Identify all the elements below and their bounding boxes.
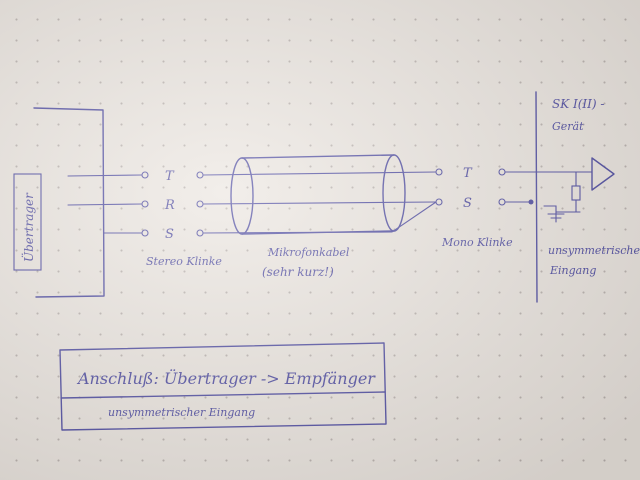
transformer-housing	[33, 107, 105, 298]
input-label-line1: unsymmetrischer	[548, 244, 640, 257]
cable-label-line2: (sehr kurz!)	[262, 265, 334, 279]
cable-wire-t	[202, 171, 437, 176]
mono-contact-t-left	[435, 168, 443, 176]
input-label-line2: Eingang	[549, 264, 596, 277]
device-panel-line	[535, 91, 538, 303]
wire-r-left	[67, 203, 143, 206]
cable-wire-s	[202, 201, 437, 234]
transformer-label: Übertrager	[20, 192, 36, 262]
cable-shield-bottom	[241, 230, 395, 235]
resistor-icon	[571, 185, 581, 201]
cable-shield-left-end	[230, 157, 254, 235]
mono-contact-s-right	[498, 198, 506, 206]
plug-contact-t	[196, 171, 204, 179]
stereo-contact-t	[141, 171, 149, 179]
stereo-pin-t-label: T	[165, 169, 175, 184]
mono-jack-label: Mono Klinke	[441, 236, 513, 249]
cable-wire-r	[202, 201, 437, 205]
device-label-line2: Gerät	[552, 120, 584, 133]
mono-pin-t-label: T	[463, 166, 473, 181]
title-box-subheading: unsymmetrischer Eingang	[108, 406, 255, 419]
cable-shield-right-end	[382, 154, 406, 232]
cable-label-line1: Mikrofonkabel	[267, 246, 350, 259]
title-box-divider	[60, 391, 386, 399]
ground-junction-dot	[528, 199, 534, 205]
stereo-contact-r	[141, 200, 149, 208]
stereo-pin-r-label: R	[164, 198, 175, 213]
plug-contact-s	[196, 229, 204, 237]
stereo-pin-s-label: S	[165, 227, 174, 242]
mono-contact-t-right	[498, 168, 506, 176]
amplifier-triangle-icon	[591, 157, 615, 191]
title-box	[59, 342, 387, 431]
mono-contact-s-left	[435, 198, 443, 206]
title-box-heading: Anschluß: Übertrager -> Empfänger	[76, 368, 376, 388]
stereo-contact-s	[141, 229, 149, 237]
wire-t-left	[67, 174, 143, 177]
mono-pin-s-label: S	[463, 196, 472, 211]
stereo-jack-label: Stereo Klinke	[146, 255, 222, 268]
ground-symbol-icon	[543, 205, 565, 223]
plug-contact-r	[196, 200, 204, 208]
transformer-box	[13, 173, 42, 271]
device-label-line1: SK I(II) -	[552, 97, 604, 111]
cable-shield-top	[241, 154, 395, 159]
